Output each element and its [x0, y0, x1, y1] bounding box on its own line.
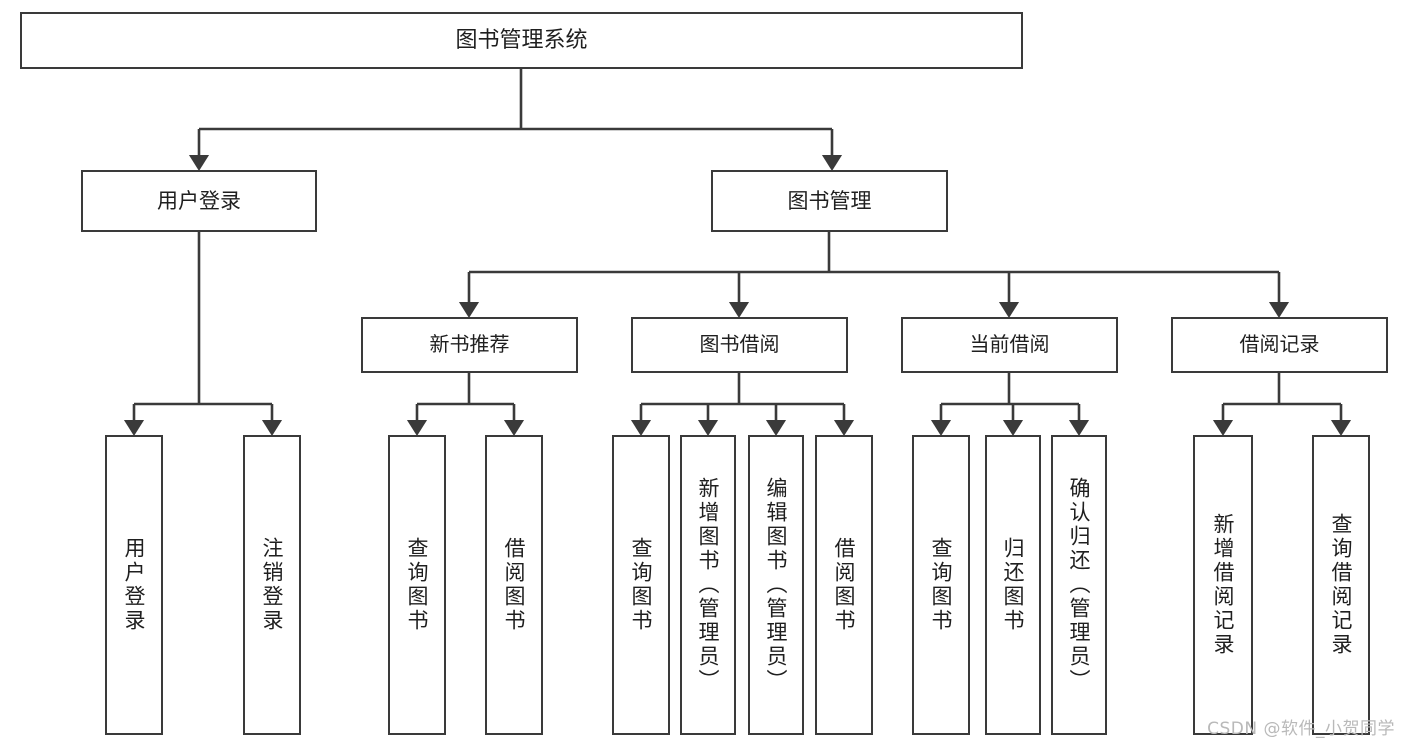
node-leaf-return-book[interactable]: 归还图书	[985, 435, 1041, 735]
node-level2-book-management[interactable]: 图书管理	[711, 170, 948, 232]
node-level3-book-borrow-label: 图书借阅	[699, 332, 780, 357]
node-leaf-user-login[interactable]: 用户登录	[105, 435, 163, 735]
node-leaf-borrow-book-recommend[interactable]: 借阅图书	[485, 435, 543, 735]
node-level3-new-book-recommend[interactable]: 新书推荐	[361, 317, 578, 373]
node-level3-current-borrow-label: 当前借阅	[969, 332, 1050, 357]
node-leaf-query-book-current-label: 查询图书	[929, 537, 954, 633]
node-leaf-user-login-label: 用户登录	[122, 537, 147, 633]
node-leaf-add-book-admin-label: 新增图书（管理员）	[696, 477, 721, 693]
node-leaf-query-book-recommend[interactable]: 查询图书	[388, 435, 446, 735]
node-leaf-borrow-book-label: 借阅图书	[832, 537, 857, 633]
node-level3-current-borrow[interactable]: 当前借阅	[901, 317, 1118, 373]
node-leaf-logout-label: 注销登录	[260, 537, 285, 633]
node-leaf-return-book-label: 归还图书	[1001, 537, 1026, 633]
node-leaf-confirm-return-admin[interactable]: 确认归还（管理员）	[1051, 435, 1107, 735]
node-level3-book-borrow[interactable]: 图书借阅	[631, 317, 848, 373]
node-level2-user-login-label: 用户登录	[157, 188, 241, 213]
node-leaf-query-borrow-record[interactable]: 查询借阅记录	[1312, 435, 1370, 735]
node-level3-borrow-record-label: 借阅记录	[1239, 332, 1320, 357]
node-leaf-query-book-recommend-label: 查询图书	[405, 537, 430, 633]
node-leaf-borrow-book-recommend-label: 借阅图书	[502, 537, 527, 633]
node-leaf-borrow-book[interactable]: 借阅图书	[815, 435, 873, 735]
node-leaf-logout[interactable]: 注销登录	[243, 435, 301, 735]
node-level2-book-management-label: 图书管理	[787, 188, 872, 213]
node-leaf-query-book-current[interactable]: 查询图书	[912, 435, 970, 735]
node-level3-borrow-record[interactable]: 借阅记录	[1171, 317, 1388, 373]
node-level3-new-book-recommend-label: 新书推荐	[429, 332, 510, 357]
node-leaf-query-book-borrow-label: 查询图书	[629, 537, 654, 633]
node-leaf-query-book-borrow[interactable]: 查询图书	[612, 435, 670, 735]
node-leaf-add-borrow-record[interactable]: 新增借阅记录	[1193, 435, 1253, 735]
node-leaf-add-book-admin[interactable]: 新增图书（管理员）	[680, 435, 736, 735]
node-leaf-confirm-return-admin-label: 确认归还（管理员）	[1067, 477, 1092, 693]
node-leaf-edit-book-admin-label: 编辑图书（管理员）	[764, 477, 789, 693]
node-leaf-query-borrow-record-label: 查询借阅记录	[1329, 513, 1354, 657]
node-root[interactable]: 图书管理系统	[20, 12, 1023, 69]
node-level2-user-login[interactable]: 用户登录	[81, 170, 317, 232]
node-leaf-add-borrow-record-label: 新增借阅记录	[1211, 513, 1236, 657]
node-leaf-edit-book-admin[interactable]: 编辑图书（管理员）	[748, 435, 804, 735]
node-root-label: 图书管理系统	[455, 27, 588, 53]
